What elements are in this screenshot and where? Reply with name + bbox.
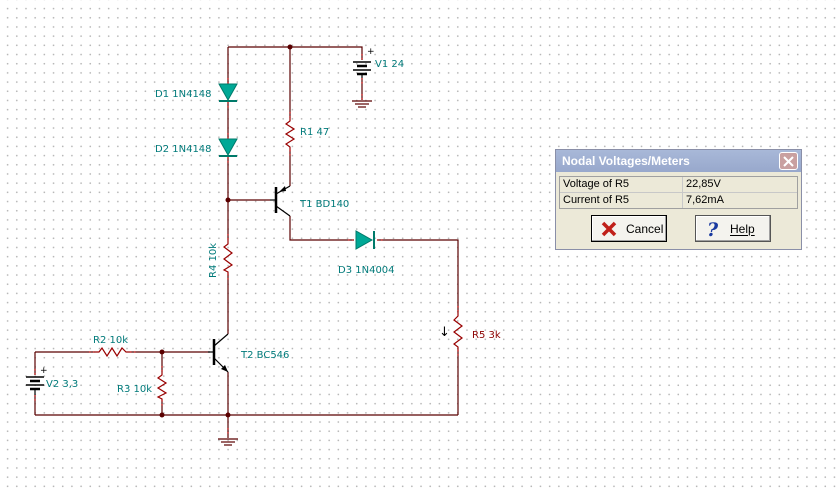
label-r1: R1 47 <box>300 127 329 138</box>
component-labels: D1 1N4148 D2 1N4148 R1 47 V1 24 T1 BD140… <box>46 59 501 395</box>
cancel-button[interactable]: Cancel <box>591 215 667 242</box>
battery-v2[interactable]: + <box>26 366 48 395</box>
label-d1: D1 1N4148 <box>155 89 212 100</box>
label-d2: D2 1N4148 <box>155 144 212 155</box>
label-t1: T1 BD140 <box>299 199 349 210</box>
help-button[interactable]: ? Help <box>695 215 771 242</box>
resistor-r4[interactable] <box>222 240 234 274</box>
battery-v1[interactable]: + <box>353 47 375 78</box>
resistor-r3[interactable] <box>156 372 168 400</box>
dialog-titlebar[interactable]: Nodal Voltages/Meters <box>556 150 801 172</box>
resistor-r1[interactable] <box>284 118 296 150</box>
x-icon <box>598 221 620 237</box>
label-r2: R2 10k <box>93 335 128 346</box>
pin-markers <box>34 54 459 434</box>
transistor-t2[interactable] <box>208 333 229 373</box>
ground-icon <box>352 100 372 108</box>
resistor-r5[interactable] <box>453 312 463 350</box>
label-v1: V1 24 <box>375 59 404 70</box>
v1-plus-sign: + <box>367 47 375 57</box>
resistor-r2[interactable] <box>95 346 130 358</box>
meter-name: Voltage of R5 <box>560 177 683 192</box>
meter-name: Current of R5 <box>560 193 683 208</box>
label-r4: R4 10k <box>208 243 219 278</box>
meter-value: 22,85V <box>686 178 721 190</box>
diode-d1[interactable] <box>218 83 238 102</box>
cancel-label: Cancel <box>626 221 664 236</box>
help-label: Help <box>730 221 755 236</box>
svg-text:?: ? <box>707 220 719 238</box>
label-r5: R5 3k <box>472 330 501 341</box>
diode-d3[interactable] <box>355 230 375 250</box>
label-t2: T2 BC546 <box>240 350 289 361</box>
nodal-voltages-dialog: Nodal Voltages/Meters Voltage of R5 22,8… <box>555 149 802 250</box>
dialog-title: Nodal Voltages/Meters <box>562 154 690 168</box>
table-row[interactable]: Voltage of R5 22,85V <box>560 177 797 193</box>
dialog-buttons: Cancel ? Help <box>556 215 801 243</box>
current-arrow-icon: ↓ <box>439 325 450 340</box>
meter-value: 7,62mA <box>686 194 724 206</box>
ground-icon <box>218 438 238 446</box>
diode-d2[interactable] <box>218 138 238 157</box>
transistor-t1[interactable] <box>270 185 291 217</box>
wires <box>34 46 459 438</box>
close-icon <box>783 155 794 167</box>
junction-dots <box>159 44 293 418</box>
v2-plus-sign: + <box>40 366 48 376</box>
table-row[interactable]: Current of R5 7,62mA <box>560 193 797 208</box>
close-button[interactable] <box>779 152 798 170</box>
question-icon: ? <box>702 220 724 238</box>
label-v2: V2 3,3 <box>46 379 78 390</box>
label-d3: D3 1N4004 <box>338 265 395 276</box>
meter-table: Voltage of R5 22,85V Current of R5 7,62m… <box>559 176 798 209</box>
label-r3: R3 10k <box>117 384 152 395</box>
